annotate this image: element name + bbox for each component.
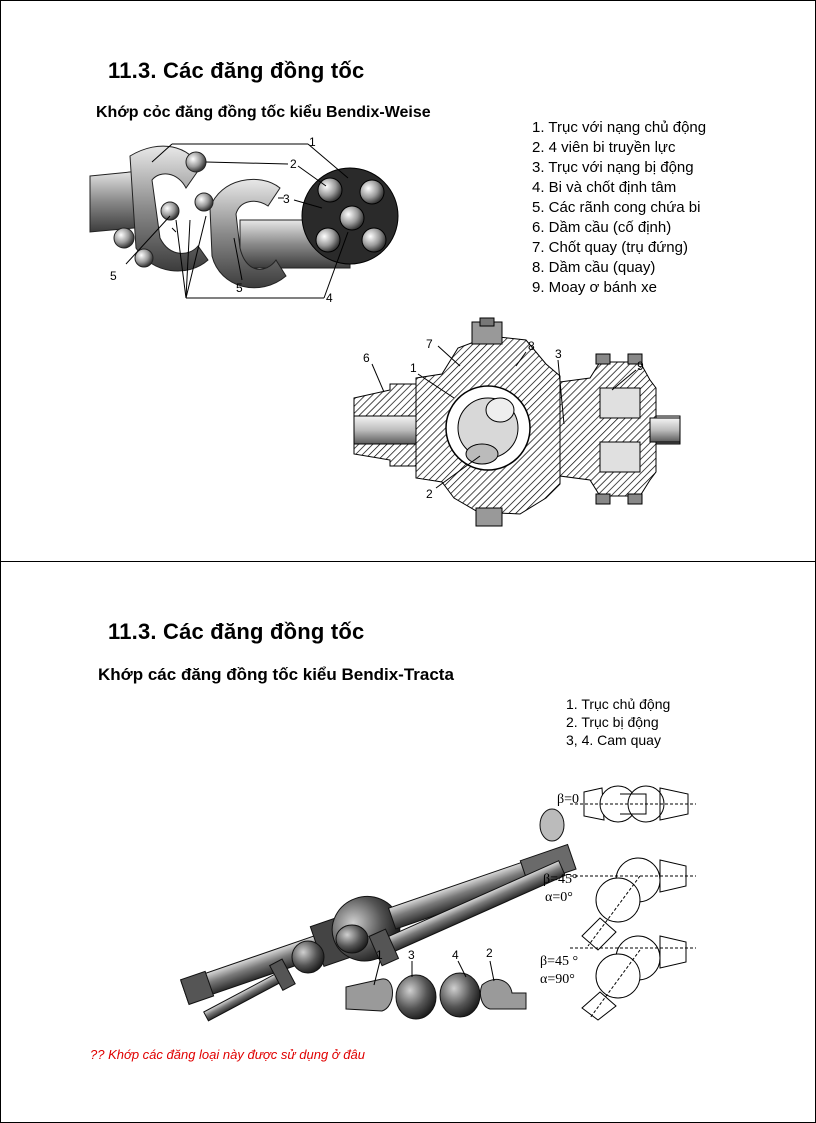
angle-label-beta-45: β=45° <box>543 872 578 887</box>
legend-item: 7. Chốt quay (trụ đứng) <box>532 239 688 256</box>
bendix-weise-joint-illustration: 1 2 3 4 5 5 <box>89 135 399 305</box>
callout-4: 4 <box>326 291 333 305</box>
callout-3: 3 <box>555 347 562 361</box>
slide1-title: 11.3. Các đăng đồng tốc <box>108 58 365 83</box>
callout-4: 4 <box>452 948 459 962</box>
callout-1: 1 <box>309 135 316 149</box>
callout-5-bottom: 5 <box>236 281 243 295</box>
callout-3: 3 <box>283 192 290 206</box>
slide1-subtitle: Khớp cỏc đăng đồng tốc kiểu Bendix-Weise <box>96 104 431 121</box>
legend-item: 9. Moay ơ bánh xe <box>532 279 657 296</box>
legend-item: 4. Bi và chốt định tâm <box>532 179 677 196</box>
angle-label-alpha-90: α=90° <box>540 972 575 987</box>
legend-item: 3. Trục với nạng bị động <box>532 159 694 176</box>
legend-item: 1. Trục với nạng chủ động <box>532 119 707 136</box>
slide1-legend: 1. Trục với nạng chủ động 2. 4 viên bi t… <box>532 118 706 298</box>
legend-item: 6. Dầm cầu (cố định) <box>532 219 672 236</box>
front-axle-section-illustration: 6 7 8 3 9 1 2 <box>353 317 681 527</box>
discussion-question: ?? Khớp các đăng loại này được sử dụng ở… <box>90 1047 365 1062</box>
angle-label-beta-45b: β=45 ° <box>540 954 579 969</box>
angle-label-beta-0: β=0 <box>557 792 580 807</box>
callout-2: 2 <box>426 487 433 501</box>
callout-8: 8 <box>528 339 535 353</box>
callout-5-left: 5 <box>110 269 117 283</box>
callout-1: 1 <box>410 361 417 375</box>
slide2-legend: 1. Trục chủ động 2. Trục bị động 3, 4. C… <box>566 695 670 749</box>
legend-item: 2. Trục bị động <box>566 714 659 730</box>
slide2-subtitle: Khớp các đăng đồng tốc kiểu Bendix-Tract… <box>98 665 454 684</box>
callout-3: 3 <box>408 948 415 962</box>
legend-item: 5. Các rãnh cong chứa bi <box>532 199 701 216</box>
legend-item: 3, 4. Cam quay <box>566 732 661 748</box>
callout-9: 9 <box>637 359 644 373</box>
tracta-exploded-illustration: 1 3 4 2 <box>179 808 577 1022</box>
callout-7: 7 <box>426 337 433 351</box>
callout-6: 6 <box>363 351 370 365</box>
callout-2: 2 <box>290 157 297 171</box>
slide2-title: 11.3. Các đăng đồng tốc <box>108 619 365 644</box>
callout-2: 2 <box>486 946 493 960</box>
legend-item: 2. 4 viên bi truyền lực <box>532 139 676 156</box>
legend-item: 1. Trục chủ động <box>566 696 671 712</box>
tracta-angle-diagrams <box>570 785 696 1021</box>
callout-1: 1 <box>376 948 383 962</box>
legend-item: 8. Dầm cầu (quay) <box>532 259 656 276</box>
angle-label-alpha-0: α=0° <box>545 890 573 905</box>
